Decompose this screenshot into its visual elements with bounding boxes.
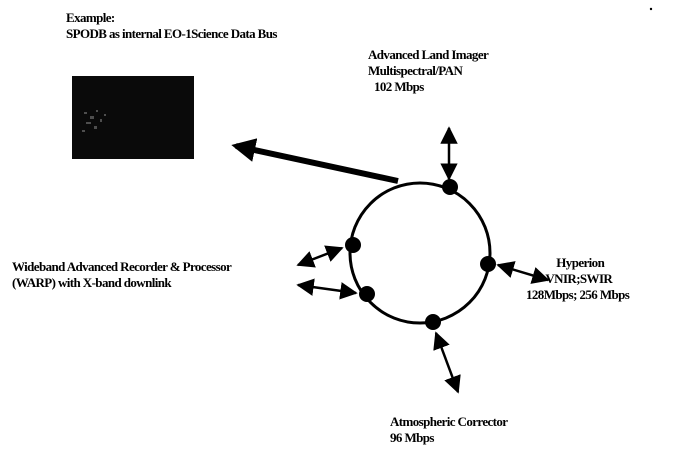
node-dot-hyperion — [480, 256, 496, 272]
advanced-land-imager-label: Advanced Land Imager Multispectral/PAN 1… — [368, 47, 489, 95]
ac-rate: 96 Mbps — [390, 430, 434, 445]
example-image-panel — [72, 76, 194, 159]
warp-upper-link-arrow — [296, 245, 344, 268]
example-label: Example: SPODB as internal EO-1Science D… — [66, 10, 277, 42]
node-dot-warp-upper — [345, 237, 361, 253]
atmospheric-link-arrow — [433, 331, 461, 394]
bus-ring — [348, 181, 492, 325]
ali-rate: 102 Mbps — [374, 79, 424, 94]
ali-name: Advanced Land Imager — [368, 47, 489, 62]
node-dot-warp-lower — [359, 286, 375, 302]
hyperion-bands: VNIR;SWIR — [545, 271, 613, 286]
warp-label: Wideband Advanced Recorder & Processor (… — [12, 259, 232, 291]
scan-speck — [649, 7, 653, 11]
warp-name: Wideband Advanced Recorder & Processor — [12, 259, 232, 274]
example-title: Example: — [66, 10, 115, 25]
atmospheric-corrector-label: Atmospheric Corrector 96 Mbps — [390, 414, 508, 446]
node-dot-atmospheric — [425, 314, 441, 330]
warp-downlink: (WARP) with X-band downlink — [12, 275, 172, 290]
hyperion-rate: 128Mbps; 256 Mbps — [526, 287, 630, 302]
hyperion-name: Hyperion — [556, 255, 605, 270]
example-subtitle: SPODB as internal EO-1Science Data Bus — [66, 26, 277, 41]
warp-lower-link-arrow — [296, 278, 358, 300]
ali-mode: Multispectral/PAN — [368, 63, 463, 78]
node-dot-ali — [442, 179, 458, 195]
bus-to-panel-arrow — [231, 138, 399, 184]
ac-name: Atmospheric Corrector — [390, 414, 508, 429]
hyperion-link-arrow — [496, 261, 550, 284]
hyperion-label: Hyperion VNIR;SWIR 128Mbps; 256 Mbps — [526, 255, 630, 303]
